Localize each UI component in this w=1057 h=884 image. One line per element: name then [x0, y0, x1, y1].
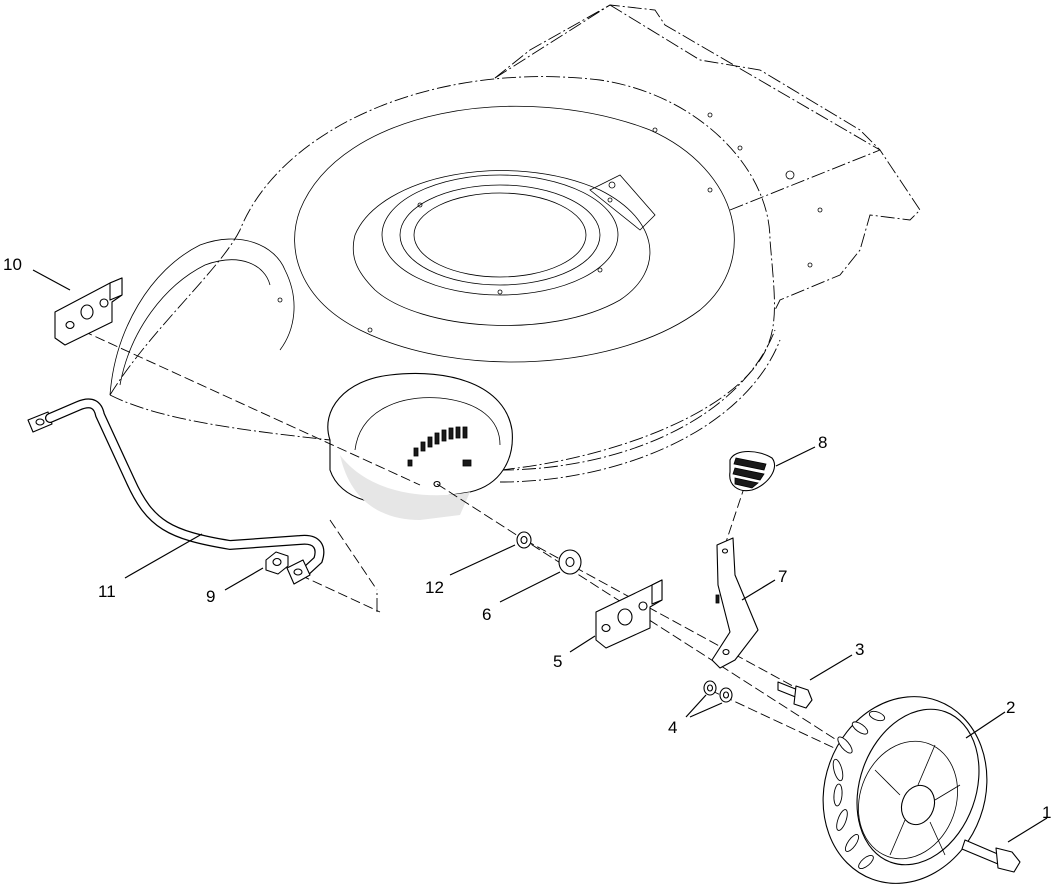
part-10-height-adjust-plate — [54, 277, 123, 346]
callout-5: 5 — [553, 652, 562, 671]
callout-3: 3 — [855, 640, 864, 659]
callout-10: 10 — [3, 255, 22, 274]
callout-2: 2 — [1006, 698, 1015, 717]
part-5-height-adjust-plate — [595, 579, 663, 649]
callout-4: 4 — [668, 718, 677, 737]
part-7-adjust-lever — [711, 537, 759, 669]
callout-7: 7 — [778, 567, 787, 586]
callout-9: 9 — [206, 587, 215, 606]
callout-12: 12 — [425, 578, 444, 597]
part-3-bolt — [777, 681, 813, 709]
part-12-washer — [516, 531, 532, 549]
callout-8: 8 — [818, 433, 827, 452]
part-1-shoulder-bolt — [961, 839, 1021, 873]
part-8-knob — [729, 450, 776, 492]
callout-6: 6 — [482, 605, 491, 624]
part-6-spacer — [558, 549, 582, 575]
part-11-axle-rod — [27, 398, 325, 585]
mower-deck — [109, 4, 921, 520]
callout-11: 11 — [98, 582, 116, 601]
part-4-washers — [703, 680, 733, 703]
vent-slots — [407, 426, 472, 467]
callouts: 1 2 3 4 5 6 7 8 9 10 11 12 — [3, 255, 1051, 843]
part-9-nut — [265, 551, 289, 575]
callout-1: 1 — [1042, 803, 1051, 822]
part-2-wheel — [822, 696, 988, 884]
